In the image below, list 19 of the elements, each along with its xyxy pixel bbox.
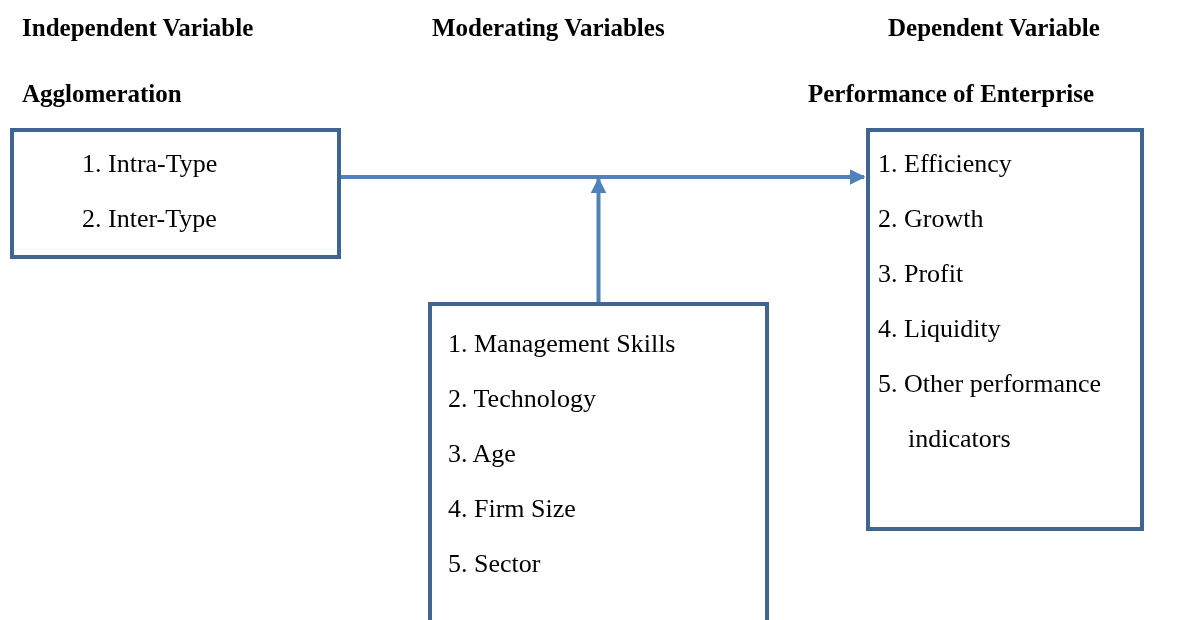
column-heading: Moderating Variables [432, 14, 665, 42]
list-item: 2. Inter-Type [82, 203, 218, 235]
list-item: 1. Efficiency [878, 148, 1013, 180]
column-heading: Dependent Variable [888, 14, 1100, 42]
variable-heading: Agglomeration [22, 80, 182, 108]
list-item: 2. Technology [448, 383, 597, 415]
list-item: 4. Liquidity [878, 313, 1002, 345]
list-item: 3. Profit [878, 258, 965, 290]
list-item: 5. Other performance indicators [878, 368, 1103, 455]
list-item: 2. Growth [878, 203, 985, 235]
list-item: 4. Firm Size [448, 493, 577, 525]
arrow [341, 169, 866, 185]
arrow [590, 177, 607, 302]
list-item: 5. Sector [448, 548, 542, 580]
list-item: 1. Management Skills [448, 328, 677, 360]
variable-heading: Performance of Enterprise [808, 80, 1094, 108]
list-item: 1. Intra-Type [82, 148, 219, 180]
list-item: 3. Age [448, 438, 517, 470]
column-heading: Independent Variable [22, 14, 254, 42]
